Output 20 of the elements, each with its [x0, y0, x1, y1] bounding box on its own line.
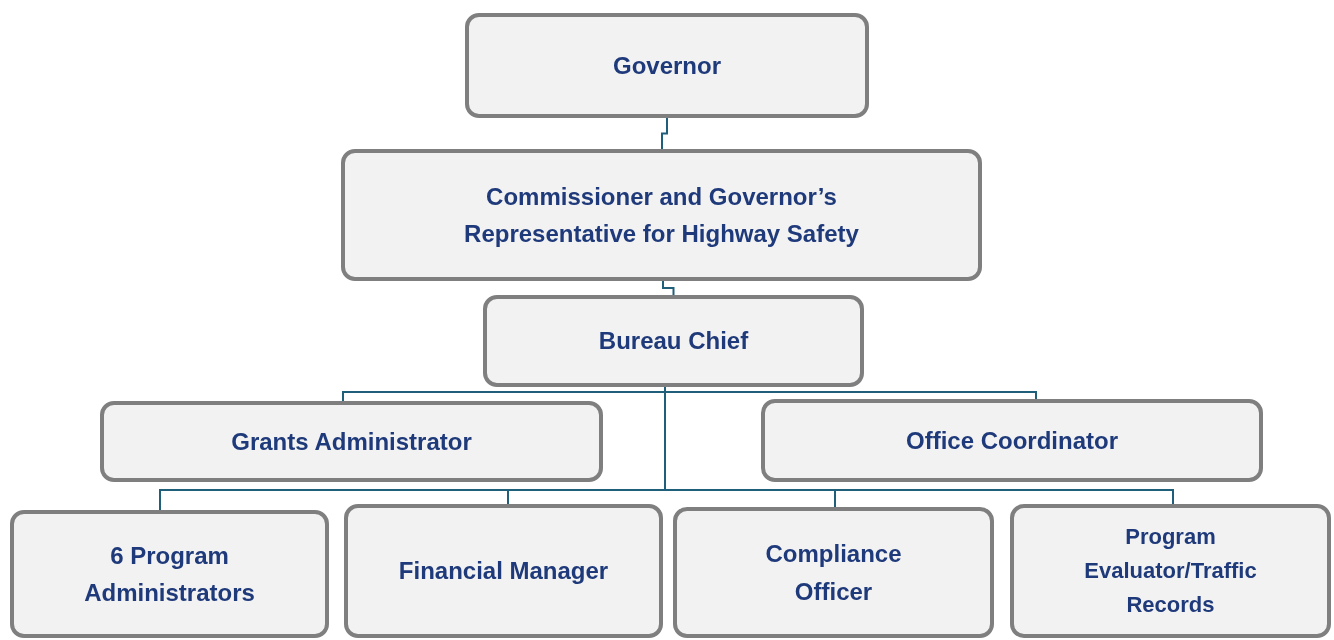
role-title: Office Coordinator: [906, 425, 1118, 456]
connector-line: [661, 117, 668, 150]
org-box: [761, 399, 1263, 482]
role-title: Program Evaluator/Traffic Records: [1083, 522, 1258, 620]
org-box: [10, 510, 329, 638]
role-title: Commissioner and Governor’s Representative for Highway Safety: [463, 181, 860, 249]
org-box: [673, 507, 994, 638]
role-title: Compliance Officer: [764, 539, 903, 607]
role-title: 6 Program Administrators: [83, 540, 256, 608]
role-title: Financial Manager: [398, 556, 609, 587]
org-box: [344, 504, 663, 638]
role-title: Grants Administrator: [231, 426, 472, 457]
org-box: [341, 149, 982, 281]
org-box: [1010, 504, 1331, 638]
org-box: [465, 13, 869, 118]
connector-line: [662, 280, 675, 296]
org-box: [100, 401, 603, 482]
role-title: Bureau Chief: [598, 326, 749, 357]
org-box: [483, 295, 864, 387]
role-title: Governor: [613, 50, 721, 81]
